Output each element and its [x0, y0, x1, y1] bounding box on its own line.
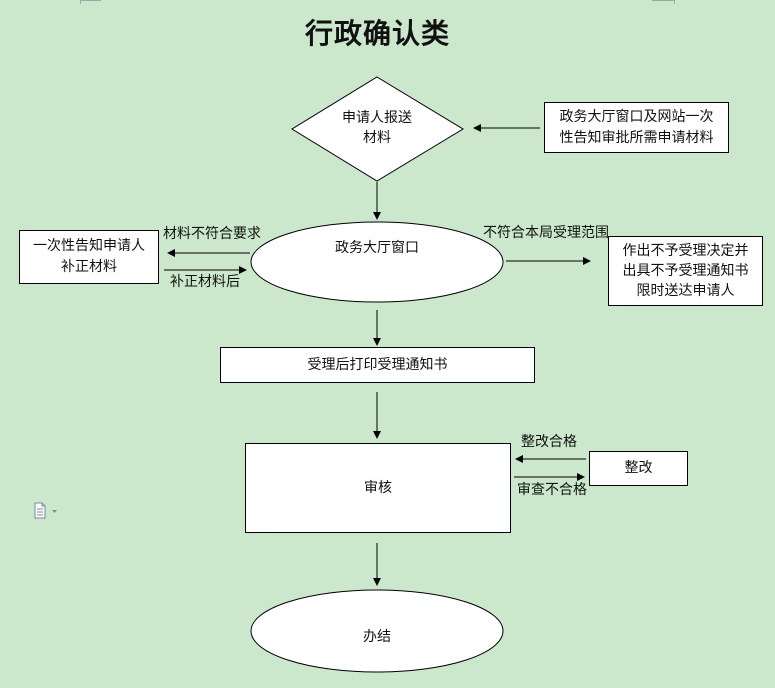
apply-diamond	[291, 76, 464, 182]
edge-label-review-fail: 审查不合格	[517, 482, 587, 498]
node-review-text: 审核	[364, 479, 392, 496]
node-reject-decision: 作出不予受理决定并 出具不予受理通知书 限时送达申请人	[608, 236, 763, 306]
edge-label-out-of-scope: 不符合本局受理范围	[483, 225, 609, 241]
edge-label-after-supplement: 补正材料后	[170, 274, 240, 290]
finish-ellipse	[250, 589, 504, 673]
node-apply-label: 申请人报送 材料	[342, 110, 412, 146]
edge-label-material-not-ok: 材料不符合要求	[163, 226, 261, 242]
node-rectify: 整改	[589, 451, 688, 486]
node-finish-label: 办结	[363, 629, 391, 645]
page-corner-mark-right	[652, 0, 675, 4]
page-corner-mark-left	[80, 0, 101, 4]
hall-window-ellipse	[250, 221, 504, 303]
node-notify-applicant: 一次性告知申请人 补正材料	[19, 230, 159, 284]
node-reject-decision-text: 作出不予受理决定并 出具不予受理通知书 限时送达申请人	[622, 243, 749, 299]
node-window-info: 政务大厅窗口及网站一次 性告知审批所需申请材料	[544, 102, 729, 153]
page-title: 行政确认类	[304, 17, 450, 50]
node-rectify-text: 整改	[624, 460, 653, 476]
node-hall-window-label: 政务大厅窗口	[335, 240, 419, 256]
node-print-notice-text: 受理后打印受理通知书	[307, 356, 448, 373]
node-review: 审核	[245, 443, 511, 533]
node-print-notice: 受理后打印受理通知书	[220, 347, 535, 383]
edge-label-rectify-ok: 整改合格	[521, 434, 577, 450]
node-notify-applicant-text: 一次性告知申请人 补正材料	[33, 238, 145, 275]
document-paste-icon[interactable]	[33, 502, 59, 520]
node-window-info-text: 政务大厅窗口及网站一次 性告知审批所需申请材料	[559, 108, 714, 146]
